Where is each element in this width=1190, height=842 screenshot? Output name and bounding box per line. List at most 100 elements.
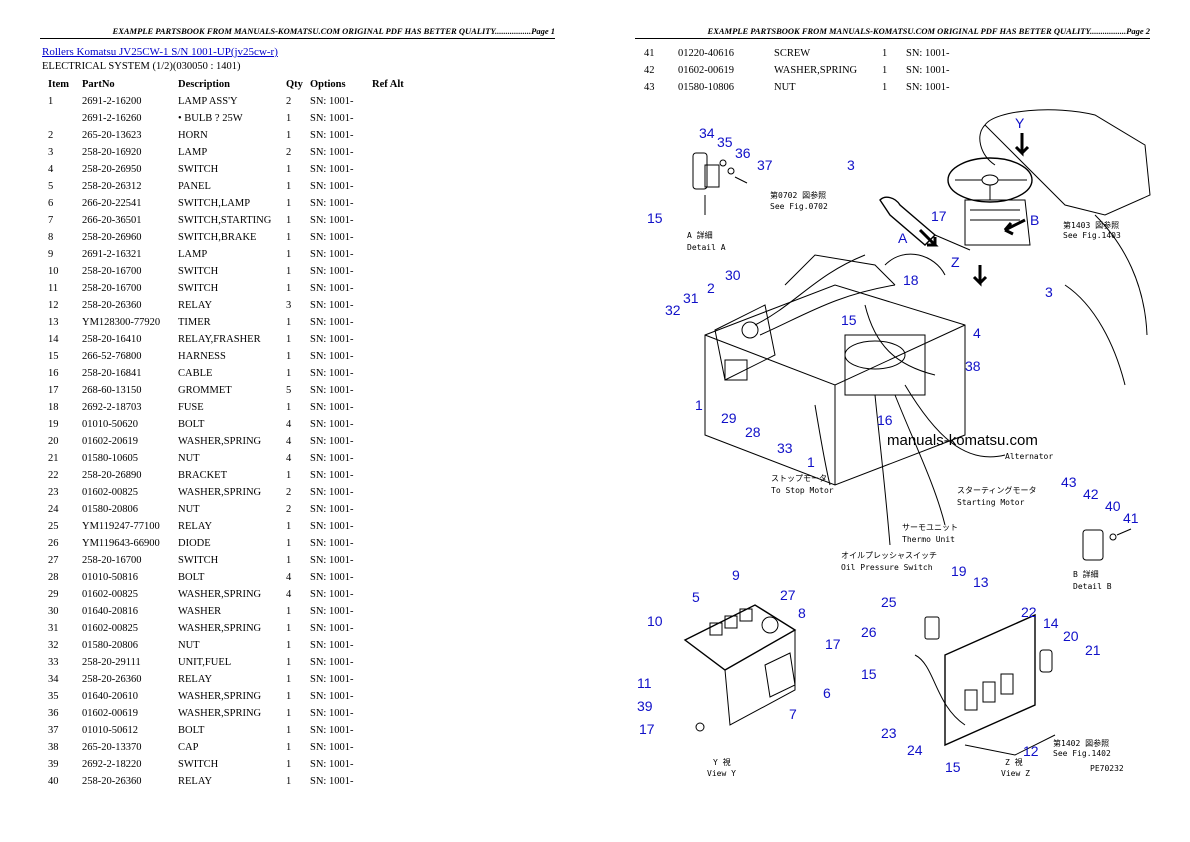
cell-item: 30 — [48, 606, 59, 617]
cell-item: 28 — [48, 572, 59, 583]
cell-item: 10 — [48, 266, 59, 277]
cell-item: 3 — [48, 147, 54, 158]
cell-description: DIODE — [178, 538, 211, 549]
cell-refalt — [370, 382, 414, 399]
callout-27: 27 — [780, 587, 796, 603]
note-starting-motor: Starting Motor — [957, 498, 1025, 507]
cell-qty: 4 — [286, 419, 292, 430]
cell-description: RELAY — [178, 300, 213, 311]
cell-options: SN: 1001- — [906, 48, 950, 59]
cell-description: WASHER,SPRING — [774, 65, 858, 76]
cell-partno: 01602-00825 — [82, 589, 138, 600]
callout-23: 23 — [881, 725, 897, 741]
cell-item: 18 — [48, 402, 59, 413]
cell-refalt — [370, 756, 414, 773]
cell-options: SN: 1001- — [310, 198, 354, 209]
cell-item: 29 — [48, 589, 59, 600]
cell-description: WASHER,SPRING — [178, 487, 262, 498]
callout-16: 16 — [877, 412, 893, 428]
callout-15: 15 — [647, 210, 663, 226]
cell-options: SN: 1001- — [310, 487, 354, 498]
cell-qty: 2 — [286, 96, 292, 107]
cell-item: 20 — [48, 436, 59, 447]
callout-29: 29 — [721, 410, 737, 426]
cell-partno: 258-20-16841 — [82, 368, 142, 379]
cell-options: SN: 1001- — [310, 334, 354, 345]
cell-options: SN: 1001- — [310, 691, 354, 702]
cell-qty: 1 — [286, 164, 292, 175]
cell-qty: 1 — [286, 759, 292, 770]
cell-item: 43 — [644, 82, 655, 93]
cell-description: BOLT — [178, 572, 205, 583]
cell-qty: 1 — [286, 334, 292, 345]
cell-options: SN: 1001- — [310, 759, 354, 770]
cell-item: 12 — [48, 300, 59, 311]
callout-19: 19 — [951, 563, 967, 579]
callout-43: 43 — [1061, 474, 1077, 490]
cell-options: SN: 1001- — [310, 725, 354, 736]
parts-table-page-1: Item PartNo Description Qty Options Ref … — [42, 76, 414, 790]
page-header: EXAMPLE PARTSBOOK FROM MANUALS-KOMATSU.C… — [40, 26, 555, 39]
callout-26: 26 — [861, 624, 877, 640]
cell-partno: 01580-20806 — [82, 504, 138, 515]
cell-description: SCREW — [774, 48, 811, 59]
cell-options: SN: 1001- — [906, 82, 950, 93]
cell-partno: 01602-20619 — [82, 436, 138, 447]
cell-qty: 1 — [286, 640, 292, 651]
steering-wheel-drawing — [947, 157, 1033, 246]
cell-description: WASHER,SPRING — [178, 708, 262, 719]
note-detail-b: Detail B — [1073, 582, 1112, 591]
callout-42: 42 — [1083, 486, 1099, 502]
watermark-text: manuals-komatsu.com — [887, 432, 1038, 449]
cell-options: SN: 1001- — [310, 538, 354, 549]
callout-3: 3 — [847, 157, 855, 173]
note-detail-b-jp: B 詳細 — [1073, 569, 1099, 579]
callout-32: 32 — [665, 302, 681, 318]
cell-item: 6 — [48, 198, 54, 209]
callout-5: 5 — [692, 589, 700, 605]
document-title-link[interactable]: Rollers Komatsu JV25CW-1 S/N 1001-UP(jv2… — [42, 46, 278, 58]
cell-options: SN: 1001- — [310, 606, 354, 617]
cell-description: RELAY,FRASHER — [178, 334, 261, 345]
cell-description: PANEL — [178, 181, 211, 192]
cell-refalt — [370, 416, 414, 433]
cell-refalt — [370, 348, 414, 365]
cell-description: SWITCH,LAMP — [178, 198, 251, 209]
cell-partno: 01640-20816 — [82, 606, 138, 617]
cell-description: RELAY — [178, 674, 213, 685]
cell-partno: 268-60-13150 — [82, 385, 142, 396]
cell-refalt — [966, 62, 1010, 79]
cell-item: 11 — [48, 283, 59, 294]
cell-partno: 258-20-26312 — [82, 181, 142, 192]
cell-qty: 1 — [286, 283, 292, 294]
cell-description: LAMP — [178, 147, 208, 158]
diagram-annotations: 第0702 図参照 See Fig.0702 A 詳細 Detail A 第14… — [687, 190, 1124, 778]
note-view-z: View Z — [1001, 769, 1030, 778]
cell-partno: 01220-40616 — [678, 48, 734, 59]
cell-options: SN: 1001- — [310, 623, 354, 634]
cell-qty: 1 — [286, 198, 292, 209]
callout-40: 40 — [1105, 498, 1121, 514]
cell-refalt — [370, 603, 414, 620]
col-options-header: Options — [310, 79, 346, 90]
cell-refalt — [370, 246, 414, 263]
cell-item: 42 — [644, 65, 655, 76]
cell-description: SWITCH — [178, 164, 219, 175]
cell-description: WASHER,SPRING — [178, 691, 262, 702]
cell-partno: 2692-2-18220 — [82, 759, 142, 770]
cell-refalt — [370, 535, 414, 552]
cell-refalt — [370, 467, 414, 484]
cell-options: SN: 1001- — [310, 453, 354, 464]
detail-a-drawing — [692, 152, 748, 215]
cell-options: SN: 1001- — [310, 368, 354, 379]
cell-options: SN: 1001- — [310, 130, 354, 141]
cell-partno: 266-20-22541 — [82, 198, 142, 209]
cell-item: 36 — [48, 708, 59, 719]
cell-refalt — [370, 450, 414, 467]
view-z-drawing — [914, 613, 1056, 756]
